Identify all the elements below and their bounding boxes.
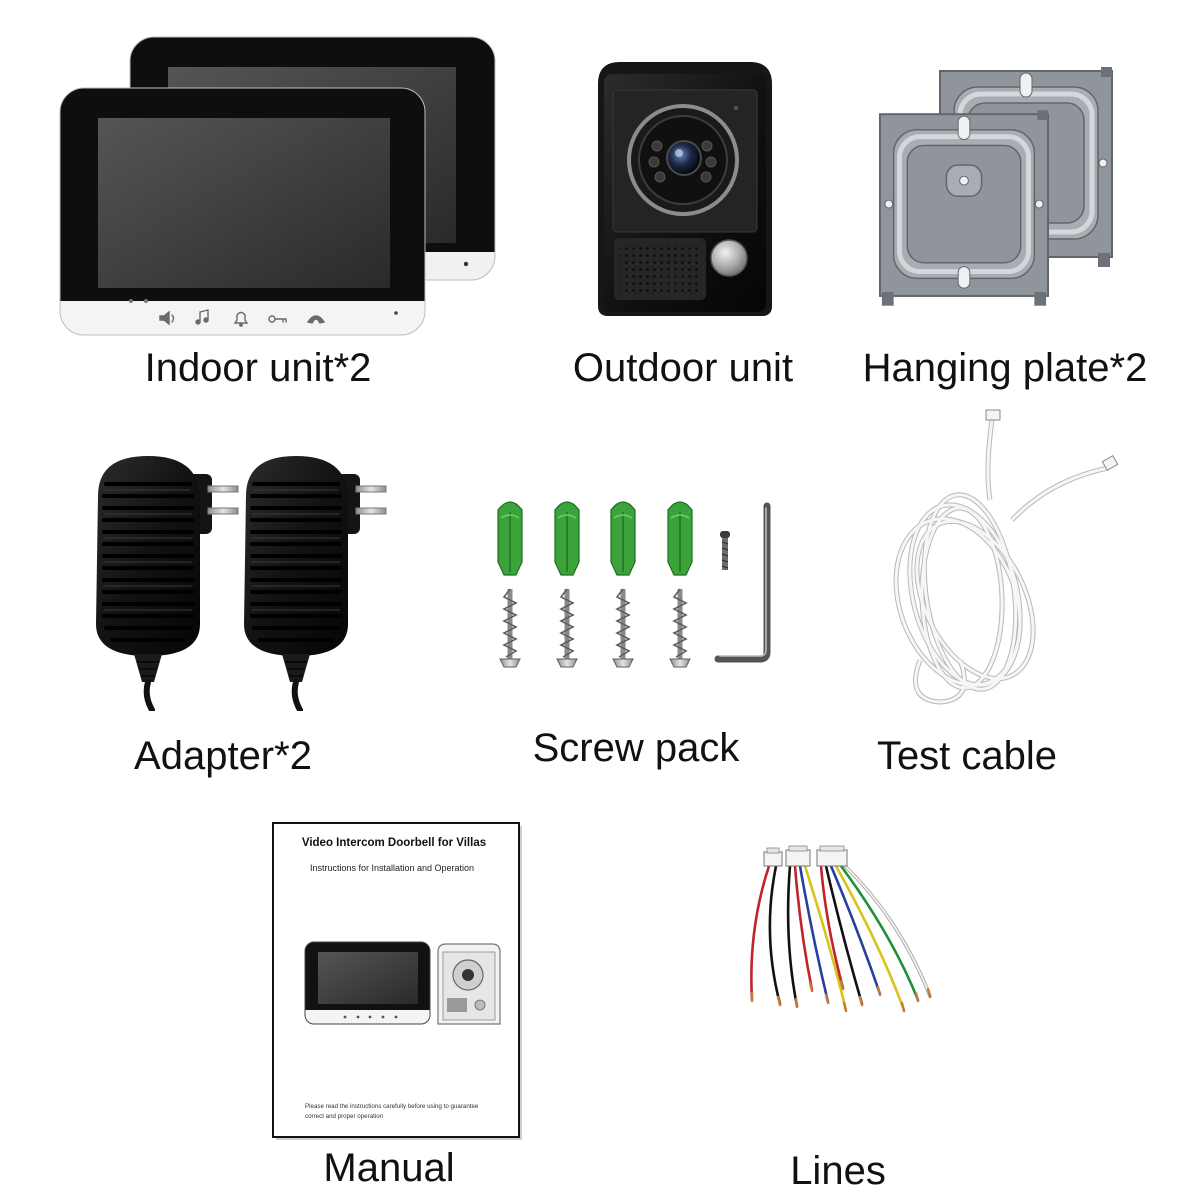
wire <box>786 864 799 1008</box>
manual-illustration <box>304 941 501 1025</box>
indoor-unit-front <box>59 87 426 336</box>
indicator-dot <box>129 299 133 303</box>
caption-lines: Lines <box>790 1149 886 1193</box>
bell-icon <box>233 311 249 327</box>
test-cable <box>893 409 1119 705</box>
wire <box>834 864 906 1012</box>
wood-screw <box>500 589 520 667</box>
wood-screw <box>670 589 690 667</box>
wire <box>803 864 848 1012</box>
copper-tips <box>750 979 932 1013</box>
wire <box>750 864 771 1002</box>
manual-subtitle: Instructions for Installation and Operat… <box>310 863 474 873</box>
indoor-unit-screen <box>98 118 390 288</box>
power-adapter-1 <box>96 456 238 710</box>
manual-footer-line-1: Please read the instructions carefully b… <box>305 1103 479 1110</box>
wire-connector <box>763 847 783 867</box>
power-adapter-2 <box>244 456 386 710</box>
wire <box>798 864 830 1004</box>
screw-pack <box>497 501 771 667</box>
allen-key <box>714 502 771 663</box>
caption-screw-pack: Screw pack <box>533 726 741 770</box>
wire <box>768 864 782 1006</box>
wire-connector <box>785 845 811 867</box>
hanging-plate-front <box>880 110 1048 305</box>
caption-test-cable: Test cable <box>877 734 1057 778</box>
call-button <box>710 239 748 277</box>
wall-anchor <box>497 501 523 576</box>
phone-icon <box>306 315 326 324</box>
caption-hanging-plate: Hanging plate*2 <box>863 346 1148 390</box>
wire-connector <box>816 845 848 867</box>
wall-anchor <box>610 501 636 576</box>
volume-icon <box>159 310 175 326</box>
cable-connector <box>985 409 1001 421</box>
machine-screw <box>720 531 730 570</box>
indicator-dot <box>144 299 148 303</box>
wire <box>839 864 920 1002</box>
connection-lines-bundle <box>750 845 932 1013</box>
camera-lens-icon <box>666 140 702 176</box>
caption-manual: Manual <box>323 1146 454 1190</box>
wire <box>819 864 845 990</box>
music-note-icon <box>195 309 209 325</box>
manual-title: Video Intercom Doorbell for Villas <box>302 837 486 849</box>
indicator-dot <box>394 311 398 315</box>
outdoor-unit <box>598 62 772 316</box>
caption-adapter: Adapter*2 <box>134 734 312 778</box>
ir-led-icon <box>648 140 717 183</box>
indicator-dot <box>734 106 738 110</box>
key-icon <box>268 315 287 323</box>
wall-anchor <box>554 501 580 576</box>
wire <box>793 864 814 992</box>
caption-indoor-unit: Indoor unit*2 <box>145 346 372 390</box>
wood-screw <box>557 589 577 667</box>
wall-anchor <box>667 501 693 576</box>
manual-booklet: Video Intercom Doorbell for Villas Instr… <box>272 822 522 1140</box>
wire <box>844 865 931 997</box>
wire <box>829 864 882 996</box>
manual-footer-line-2: correct and proper operation <box>305 1113 384 1120</box>
indicator-dot <box>463 261 469 267</box>
caption-outdoor-unit: Outdoor unit <box>573 346 793 390</box>
cable-connector <box>1101 454 1119 472</box>
wire <box>824 864 864 1006</box>
wood-screw <box>613 589 633 667</box>
